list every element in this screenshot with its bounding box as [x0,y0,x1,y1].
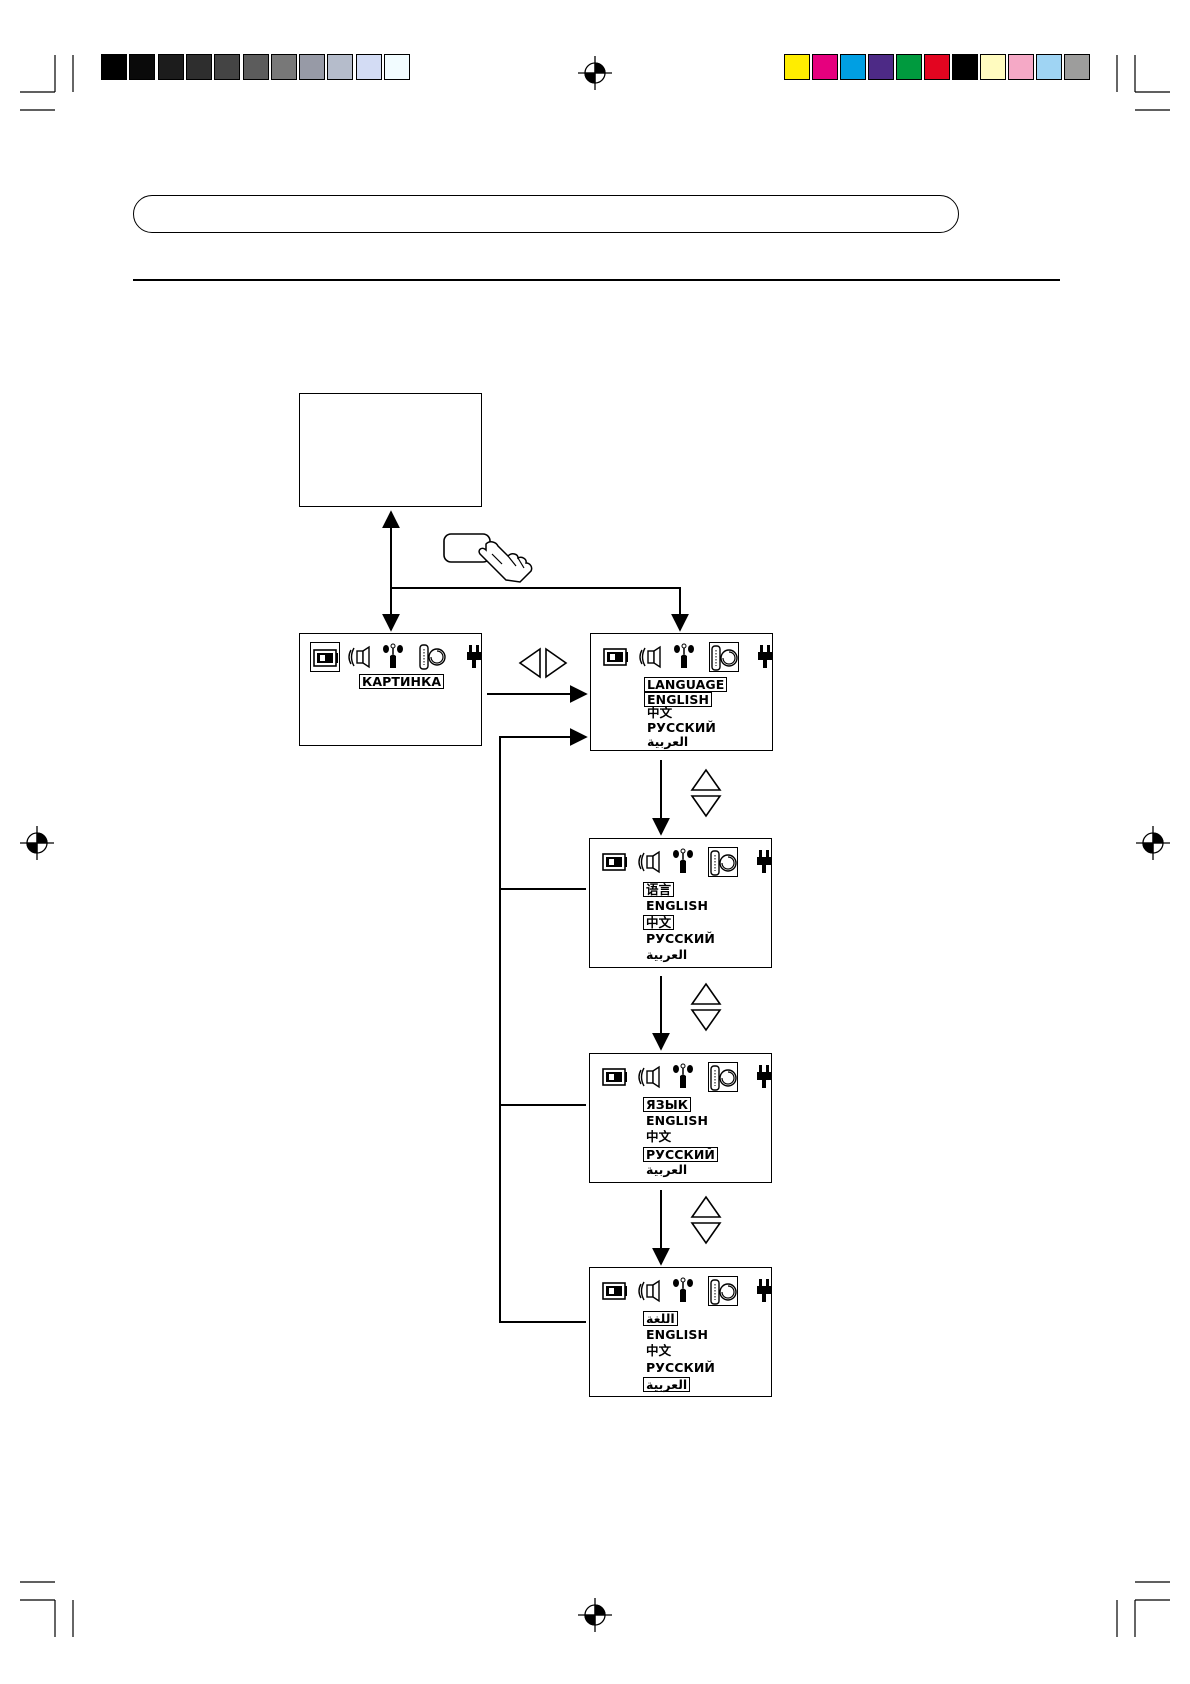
language-option: 中文 [643,915,675,930]
language-option: العربية [646,947,688,962]
picture-icon [600,847,630,877]
power-plug-icon [459,642,489,672]
gray-swatch [327,54,354,80]
down-triangle-icon [690,1222,722,1245]
setup-icon [418,642,448,672]
heading-rule [133,279,1060,281]
setup-icon [709,642,739,672]
power-plug-icon [749,1062,779,1092]
language-menu-title: اللغة [643,1311,678,1326]
color-swatch [924,54,950,80]
language-option: 中文 [647,705,673,720]
color-swatch [868,54,894,80]
osd-picture-menu: КАРТИНКА [299,633,482,746]
sound-icon [635,847,665,877]
color-swatch [1064,54,1090,80]
setup-icon [708,847,738,877]
gray-swatch [214,54,241,80]
up-down-cursor-buttons [690,1195,722,1247]
function-icon [668,847,698,877]
section-title-bar [133,195,959,233]
right-triangle-icon [545,647,568,679]
language-option: 中文 [646,1129,672,1144]
setup-icon [708,1062,738,1092]
language-menu-title: 语言 [643,882,675,897]
language-option: РУССКИЙ [643,1146,718,1162]
gray-swatch [157,54,184,80]
language-option: ENGLISH [644,691,713,707]
language-menu-title: LANGUAGE [644,677,728,692]
gray-swatch [270,54,297,80]
language-option: ENGLISH [646,1326,709,1342]
gray-swatch [101,54,127,80]
power-plug-icon [749,1276,779,1306]
power-plug-icon [749,847,779,877]
color-swatch [1008,54,1034,80]
language-option: العربية [647,734,689,749]
language-option: العربية [646,1162,688,1177]
language-option: ENGLISH [646,897,709,913]
up-triangle-icon [690,982,722,1005]
sound-icon [345,642,375,672]
function-icon [668,1062,698,1092]
left-right-cursor-buttons [518,647,568,679]
setup-icon [708,1276,738,1306]
up-down-cursor-buttons [690,768,722,820]
sound-icon [635,1062,665,1092]
function-icon [378,642,408,672]
language-option: РУССКИЙ [646,1359,715,1375]
tv-screen-initial [299,393,482,507]
language-option: 中文 [646,1343,672,1358]
left-triangle-icon [518,647,541,679]
gray-swatch [355,54,382,80]
up-down-cursor-buttons [690,982,722,1034]
color-swatch [980,54,1006,80]
gray-swatch [129,54,156,80]
down-triangle-icon [690,1009,722,1032]
up-triangle-icon [690,1195,722,1218]
up-triangle-icon [690,768,722,791]
color-swatch [1036,54,1062,80]
language-menu-title: ЯЗЫК [643,1097,692,1112]
language-option: العربية [643,1377,691,1392]
picture-icon [600,1062,630,1092]
power-plug-icon [750,642,780,672]
sound-icon [635,1276,665,1306]
gray-swatch [242,54,269,80]
picture-icon [600,1276,630,1306]
color-swatch [896,54,922,80]
color-swatch [952,54,978,80]
remote-button-press-icon [442,530,542,584]
language-option: ENGLISH [646,1112,709,1128]
gray-swatch [384,54,410,80]
sound-icon [636,642,666,672]
color-swatch [784,54,810,80]
gray-swatch [185,54,212,80]
language-option: РУССКИЙ [647,719,716,735]
color-swatch [840,54,866,80]
picture-menu-label: КАРТИНКА [359,674,445,689]
language-option: РУССКИЙ [646,930,715,946]
picture-icon [310,642,340,672]
gray-swatch [299,54,326,80]
function-icon [668,1276,698,1306]
function-icon [669,642,699,672]
picture-icon [601,642,631,672]
down-triangle-icon [690,795,722,818]
color-swatch [812,54,838,80]
